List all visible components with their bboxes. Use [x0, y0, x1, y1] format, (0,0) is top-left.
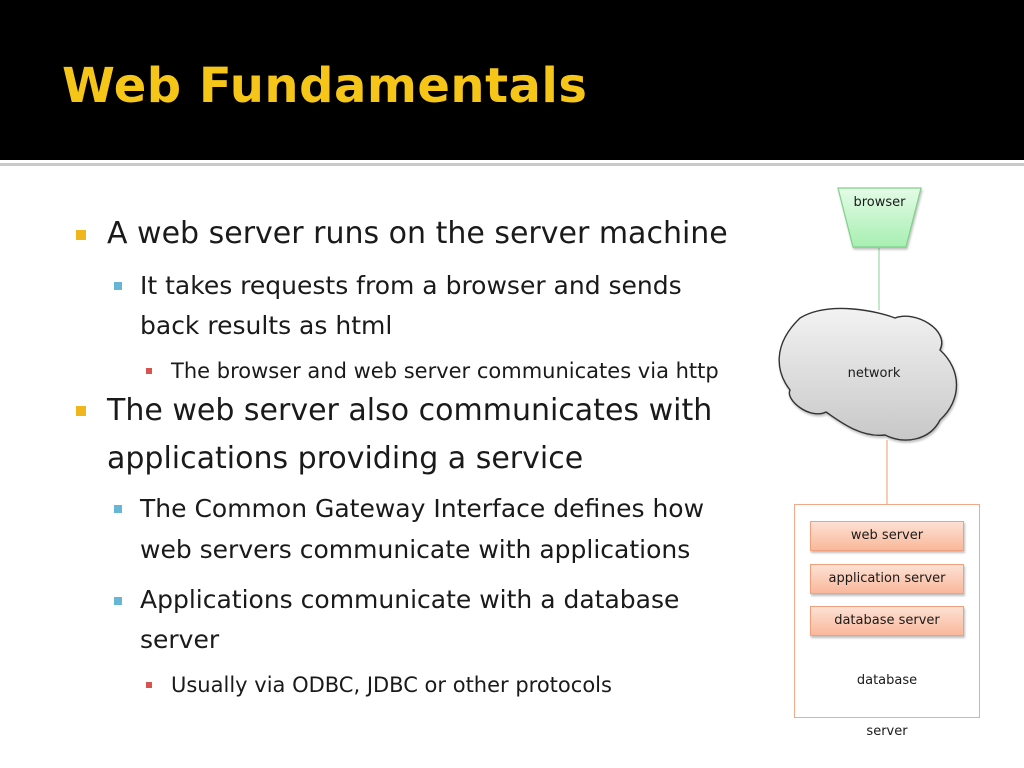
browser-shape [837, 187, 922, 248]
bullet-text: Usually via ODBC, JDBC or other protocol… [171, 673, 612, 697]
bullet-text: Applications communicate with a database [140, 585, 680, 614]
bullet-text: back results as html [140, 311, 393, 340]
browser-label: browser [853, 195, 906, 210]
bullet-text: The web server also communicates with [107, 393, 713, 428]
web-server-layer: web server [810, 521, 964, 551]
bullet-text: The Common Gateway Interface defines how [140, 494, 705, 523]
bullet-text: The browser and web server communicates … [171, 359, 719, 383]
bullet-marker-level2 [114, 282, 122, 290]
bullet-marker-level1 [76, 406, 86, 416]
bullet-marker-level3 [146, 368, 152, 374]
server-label: server [866, 724, 908, 739]
bullet-marker-level3 [146, 682, 152, 688]
bullet-text: applications providing a service [107, 441, 584, 476]
bullet-text: It takes requests from a browser and sen… [140, 271, 682, 300]
bullet-text: server [140, 625, 220, 654]
slide-title: Web Fundamentals [62, 58, 588, 114]
bullet-marker-level1 [76, 230, 86, 240]
network-cloud-shape [778, 307, 958, 441]
bullet-text: A web server runs on the server machine [107, 216, 728, 251]
title-bar [0, 0, 1024, 160]
bullet-marker-level2 [114, 505, 122, 513]
application-server-layer: application server [810, 564, 964, 594]
bullet-marker-level2 [114, 597, 122, 605]
title-divider [0, 163, 1024, 166]
bullet-text: web servers communicate with application… [140, 535, 691, 564]
network-label: network [847, 366, 901, 381]
database-label: database [856, 673, 918, 688]
database-server-layer: database server [810, 606, 964, 636]
